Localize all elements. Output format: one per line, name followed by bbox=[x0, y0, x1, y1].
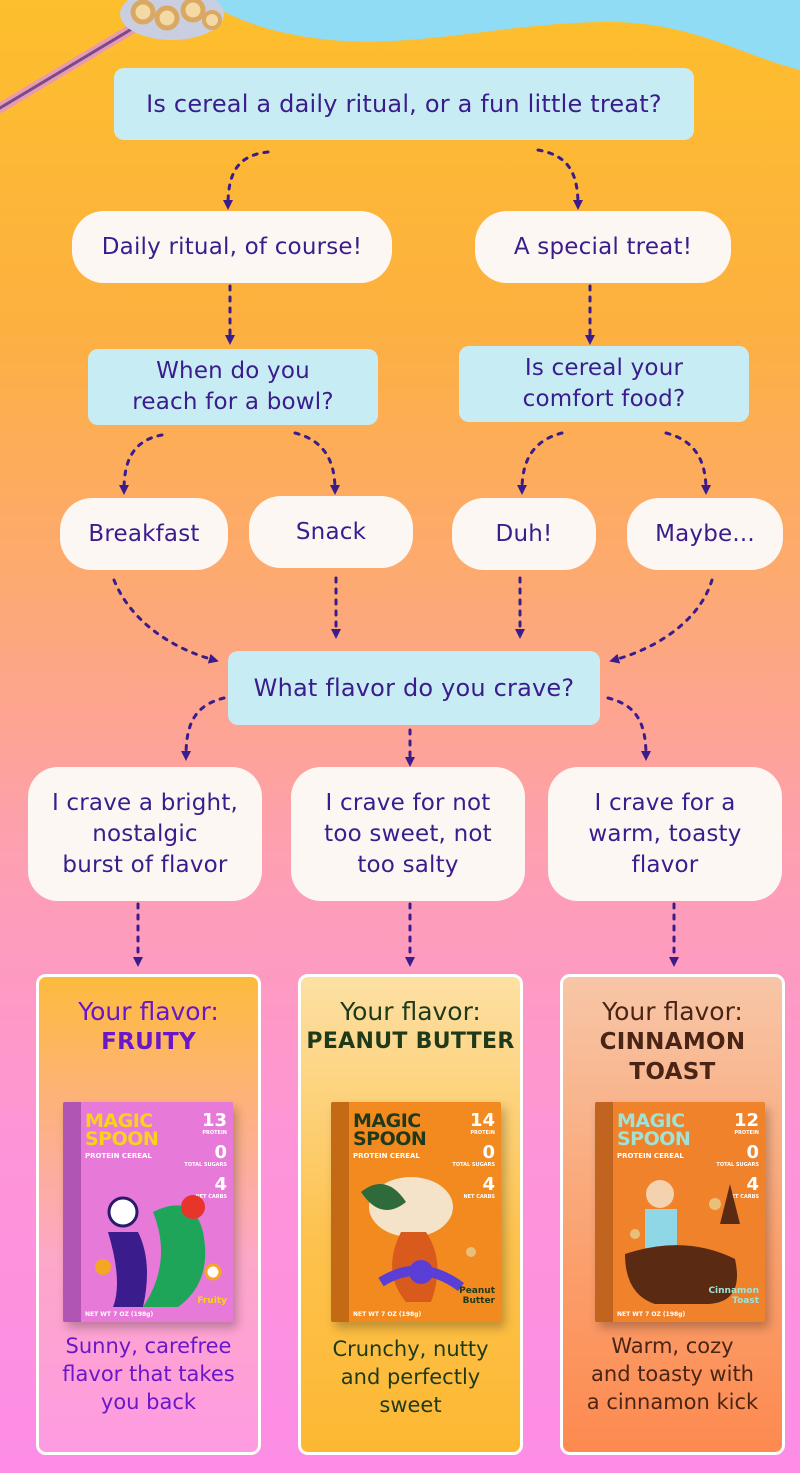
question-daily-or-treat: Is cereal a daily ritual, or a fun littl… bbox=[114, 68, 694, 140]
question-comfort-food: Is cereal your comfort food? bbox=[459, 346, 749, 422]
arrow-comfort-maybe bbox=[664, 431, 711, 495]
arrow-when-snack bbox=[293, 431, 340, 495]
spoon-cereal-icon bbox=[0, 0, 224, 113]
answer-daily-ritual[interactable]: Daily ritual, of course! bbox=[72, 211, 392, 283]
arrow-breakfast-flavor bbox=[112, 578, 219, 664]
answer-snack[interactable]: Snack bbox=[249, 496, 413, 568]
arrow-flavor-cinnamon bbox=[606, 696, 651, 761]
arrow-comfort-duh bbox=[517, 431, 564, 495]
flavor-name: PEANUT BUTTER bbox=[306, 1029, 515, 1054]
arrow-when-breakfast bbox=[119, 433, 164, 495]
result-card-fruity: Your flavor: FRUITY MAGIC SPOON PROTEIN … bbox=[36, 974, 261, 1455]
flavor-name-line-2: TOAST bbox=[629, 1059, 716, 1085]
fruity-illustration-icon bbox=[95, 1195, 222, 1307]
arrow-maybe-flavor bbox=[609, 578, 714, 664]
arrow-flavor-fruity bbox=[181, 696, 226, 761]
flavor-name: FRUITY bbox=[101, 1029, 196, 1055]
question-when-bowl: When do you reach for a bowl? bbox=[88, 349, 378, 425]
cinnamon-toast-illustration-icon bbox=[625, 1180, 740, 1304]
flavor-description: Sunny, carefree flavor that takes you ba… bbox=[62, 1334, 235, 1414]
answer-crave-not-too-sweet[interactable]: I crave for not too sweet, not too salty bbox=[291, 767, 525, 901]
answer-special-treat[interactable]: A special treat! bbox=[475, 211, 731, 283]
arrow-q1-treat bbox=[536, 148, 583, 210]
result-card-cinnamon-toast: Your flavor: CINNAMON TOAST MAGIC SPOON … bbox=[560, 974, 785, 1455]
answer-crave-warm-toasty[interactable]: I crave for a warm, toasty flavor bbox=[548, 767, 782, 901]
sky-wave bbox=[0, 0, 800, 70]
answer-crave-bright[interactable]: I crave a bright, nostalgic burst of fla… bbox=[28, 767, 262, 901]
answer-breakfast[interactable]: Breakfast bbox=[60, 498, 228, 570]
arrow-q1-daily bbox=[223, 150, 270, 210]
flavor-description: Warm, cozy and toasty with a cinnamon ki… bbox=[586, 1334, 759, 1414]
answer-maybe[interactable]: Maybe... bbox=[627, 498, 783, 570]
answer-duh[interactable]: Duh! bbox=[452, 498, 596, 570]
flavor-name-line-1: CINNAMON bbox=[599, 1029, 746, 1055]
flavor-description: Crunchy, nutty and perfectly sweet bbox=[332, 1337, 489, 1417]
question-flavor-crave: What flavor do you crave? bbox=[228, 651, 600, 725]
result-card-peanut-butter: Your flavor: PEANUT BUTTER MAGIC SPOON P… bbox=[298, 974, 523, 1455]
peanut-butter-illustration-icon bbox=[361, 1177, 476, 1302]
